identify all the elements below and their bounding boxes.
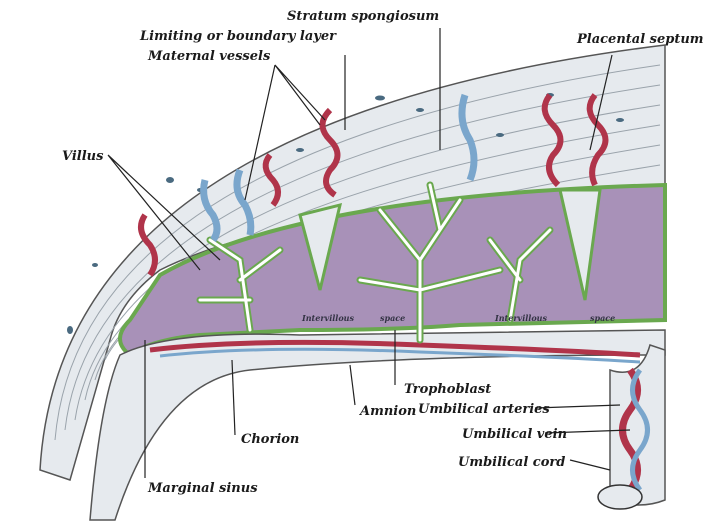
- maternal-veins: [200, 93, 478, 243]
- chorionic-plate: [89, 329, 666, 521]
- umbilical-vein: [630, 368, 650, 492]
- chorion-vein: [159, 347, 641, 364]
- label-stratum-spongiosum: Stratum spongiosum: [287, 9, 439, 24]
- placental-septum: [558, 188, 602, 301]
- maternal-arteries: [138, 93, 609, 277]
- label-trophoblast: Trophoblast: [404, 382, 491, 397]
- label-maternal-vessels: Maternal vessels: [147, 49, 271, 64]
- label-limiting-layer: Limiting or boundary layer: [139, 29, 337, 44]
- label-umbilical-vein: Umbilical vein: [462, 427, 567, 442]
- label-amnion: Amnion: [358, 404, 416, 419]
- intervillous-label-2: Intervillous: [494, 313, 547, 323]
- umbilical-cord-cut-end: [597, 484, 643, 510]
- intervillous-label-1: Intervillous: [301, 313, 354, 323]
- label-chorion: Chorion: [241, 432, 299, 447]
- label-umbilical-cord: Umbilical cord: [458, 455, 565, 470]
- label-placental-septum: Placental septum: [576, 32, 704, 47]
- label-marginal-sinus: Marginal sinus: [147, 481, 258, 496]
- chorion-artery: [149, 339, 641, 358]
- leader-lines: [107, 28, 631, 478]
- placental-septum: [298, 202, 343, 291]
- label-villus: Villus: [62, 149, 104, 164]
- intervillous-label-2-space: space: [590, 313, 615, 323]
- label-umbilical-arteries: Umbilical arteries: [418, 402, 550, 417]
- intervillous-label-1-space: space: [380, 313, 405, 323]
